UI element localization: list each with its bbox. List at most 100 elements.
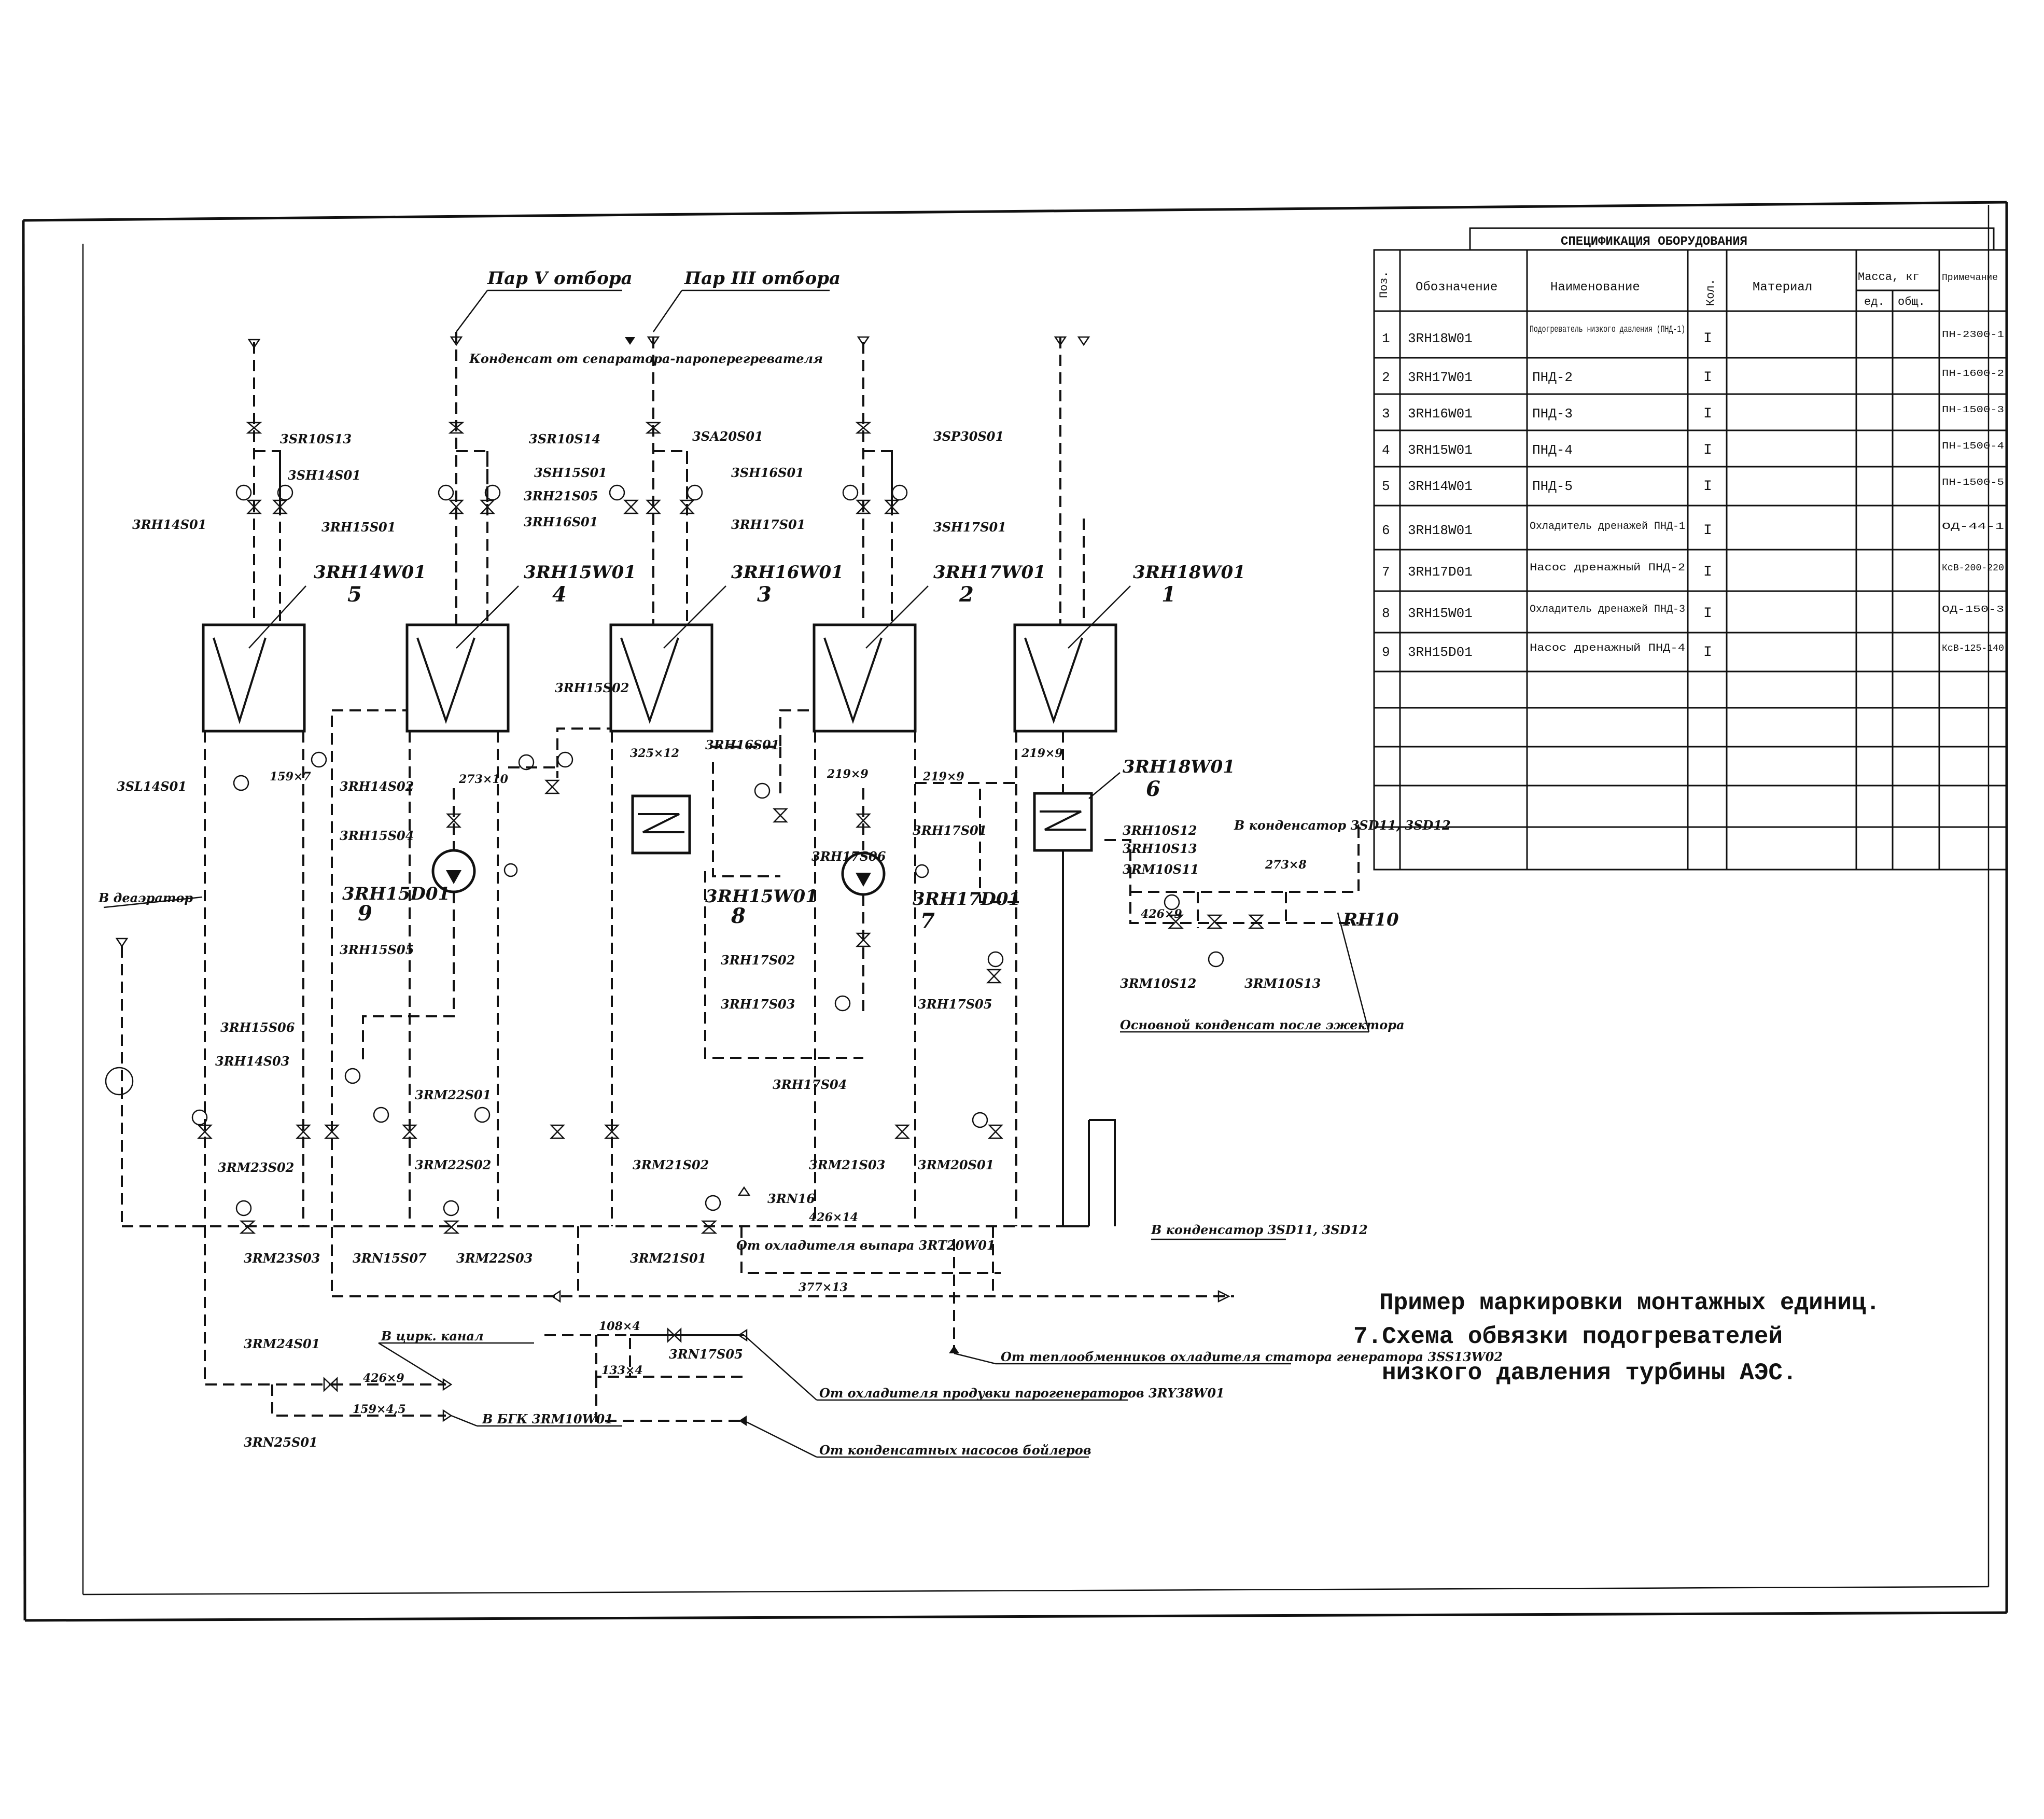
valves (105, 422, 1265, 1392)
valve (246, 422, 262, 434)
row-name: ПНД-3 (1532, 406, 1573, 422)
tag-3RH10S12: 3RH10S12 (1123, 823, 1197, 838)
tag-3RH17S04: 3RH17S04 (773, 1077, 847, 1092)
tag-3RH15S01: 3RH15S01 (321, 520, 396, 535)
valve (645, 422, 662, 434)
tag-3RH17S06: 3RH17S06 (811, 849, 886, 864)
cooler-8: 3RH15W01 8 (631, 794, 818, 928)
row-note: ПН-1500-3 (1942, 405, 2004, 415)
tag-3SH14S01: 3SH14S01 (288, 468, 361, 483)
heater-4: 3RH15W01 4 (405, 562, 636, 733)
pump-9-tag: 3RH15D01 (342, 884, 450, 904)
valve (646, 499, 661, 514)
tag-3SR10S14: 3SR10S14 (529, 431, 600, 446)
note-main-condensate: Основной конденсат после эжектора (1120, 1017, 1405, 1032)
pipe-size-159x7: 159×7 (270, 770, 311, 783)
valve (988, 1124, 1003, 1139)
note-from-condensate-pumps: От конденсатных насосов бойлеров (819, 1443, 1091, 1458)
caption-line-2: 7.Схема обвязки подогревателей (1353, 1323, 1783, 1350)
tag-3RH21S05: 3RH21S05 (524, 488, 598, 503)
pipe-size-273x10: 273×10 (458, 773, 509, 786)
cooler-6: 3RH18W01 6 (1033, 757, 1235, 852)
row-name: Насос дренажный ПНД-2 (1530, 562, 1685, 574)
tag-3RH15S06: 3RH15S06 (220, 1020, 295, 1035)
valve (448, 422, 465, 434)
tag-3RH17S01-b: 3RH17S01 (913, 823, 987, 838)
valve (446, 813, 461, 828)
tag-3SL14S01: 3SL14S01 (117, 779, 187, 794)
row-code: 3RH17W01 (1408, 370, 1473, 385)
valve (402, 1124, 417, 1139)
tag-3RH17S02: 3RH17S02 (721, 953, 795, 968)
caption-line-1: Пример маркировки монтажных единиц. (1379, 1290, 1880, 1317)
valve (246, 499, 262, 514)
tag-3RH14S03: 3RH14S03 (215, 1054, 289, 1069)
tag-3SR10S13: 3SR10S13 (280, 431, 352, 446)
note-recirc: В цирк. канал (381, 1328, 484, 1344)
header-name: Наименование (1550, 281, 1640, 295)
tag-3RM22S02: 3RM22S02 (415, 1157, 491, 1172)
flow-notes: В конденсатор 3SD11, 3SD12 RH10 Основной… (98, 818, 1503, 1458)
row-name: Охладитель дренажей ПНД-3 (1530, 604, 1685, 615)
tag-3RH17S03: 3RH17S03 (721, 997, 795, 1012)
row-code: 3RH18W01 (1408, 331, 1473, 346)
steam-5-label: Пар V отбора (487, 268, 633, 289)
row-pos: 6 (1382, 523, 1390, 538)
table-row: 6 3RH18W01 Охладитель дренажей ПНД-1 I О… (1382, 521, 2004, 539)
row-qty: I (1703, 370, 1712, 386)
valve (480, 499, 495, 514)
pipe-size-133x4: 133×4 (601, 1364, 643, 1377)
valve (550, 1124, 565, 1139)
row-code: 3RH14W01 (1408, 479, 1473, 494)
spec-table: СПЕЦИФИКАЦИЯ ОБОРУДОВАНИЯ Поз. Обозначен… (1373, 227, 2008, 871)
pump-9: 3RH15D01 9 (342, 849, 518, 926)
tag-3RH17S01: 3RH17S01 (731, 517, 805, 532)
cooler-8-number: 8 (731, 904, 746, 928)
header-material: Материал (1753, 281, 1812, 295)
tag-3RM21S02: 3RM21S02 (633, 1157, 709, 1172)
valve (679, 499, 695, 514)
tag-3RM10S11: 3RM10S11 (1123, 862, 1199, 877)
row-note: ПН-1500-4 (1942, 441, 2004, 452)
row-note: ПН-1500-5 (1942, 478, 2004, 488)
row-note: ПН-2300-1 (1942, 330, 2004, 340)
valve (773, 808, 788, 823)
valve (701, 1220, 718, 1234)
spec-table-title: СПЕЦИФИКАЦИЯ ОБОРУДОВАНИЯ (1561, 235, 1747, 249)
tag-3RM21S03: 3RM21S03 (809, 1157, 885, 1172)
valve (324, 1124, 340, 1139)
valve (856, 813, 871, 828)
top-labels: Пар V отбора Пар III отбора Конденсат от… (456, 268, 841, 366)
pipe-size-219x9: 219×9 (922, 770, 964, 783)
header-qty: Кол. (1704, 278, 1717, 306)
row-note: ПН-1600-2 (1942, 369, 2004, 379)
heater-1-number: 1 (1161, 582, 1176, 607)
heater-5: 3RH14W01 5 (202, 562, 426, 733)
tag-3RM23S03: 3RM23S03 (244, 1251, 320, 1266)
valve (296, 1124, 311, 1139)
row-qty: I (1703, 331, 1712, 347)
tag-3SH15S01: 3SH15S01 (534, 465, 607, 480)
row-note: ОД-150-3 (1942, 605, 2004, 615)
header-mass-unit: ед. (1864, 296, 1885, 309)
row-name: Подогреватель низкого давления (ПНД-1) (1530, 325, 1685, 335)
row-pos: 9 (1382, 645, 1390, 660)
note-to-deaerator: В деаэратор (98, 890, 193, 905)
row-note: ОД-44-1 (1942, 522, 2004, 532)
note-to-bgk: В БГК 3RM10W01 (482, 1411, 613, 1426)
tag-3RM22S01: 3RM22S01 (415, 1087, 491, 1102)
caption-line-3: низкого давления турбины АЭС. (1382, 1360, 1797, 1387)
valve (1248, 914, 1265, 929)
cooler-8-tag: 3RH15W01 (705, 886, 818, 907)
tag-3RH10S13: 3RH10S13 (1123, 841, 1197, 856)
heater-1-tag: 3RH18W01 (1133, 562, 1245, 583)
valve (604, 1124, 620, 1139)
row-pos: 3 (1382, 406, 1390, 422)
valve (443, 1220, 460, 1234)
row-qty: I (1703, 523, 1712, 539)
valve (986, 969, 1002, 984)
row-code: 3RH15W01 (1408, 442, 1473, 458)
tag-3RH14S02: 3RH14S02 (340, 779, 414, 794)
row-qty: I (1703, 645, 1712, 661)
